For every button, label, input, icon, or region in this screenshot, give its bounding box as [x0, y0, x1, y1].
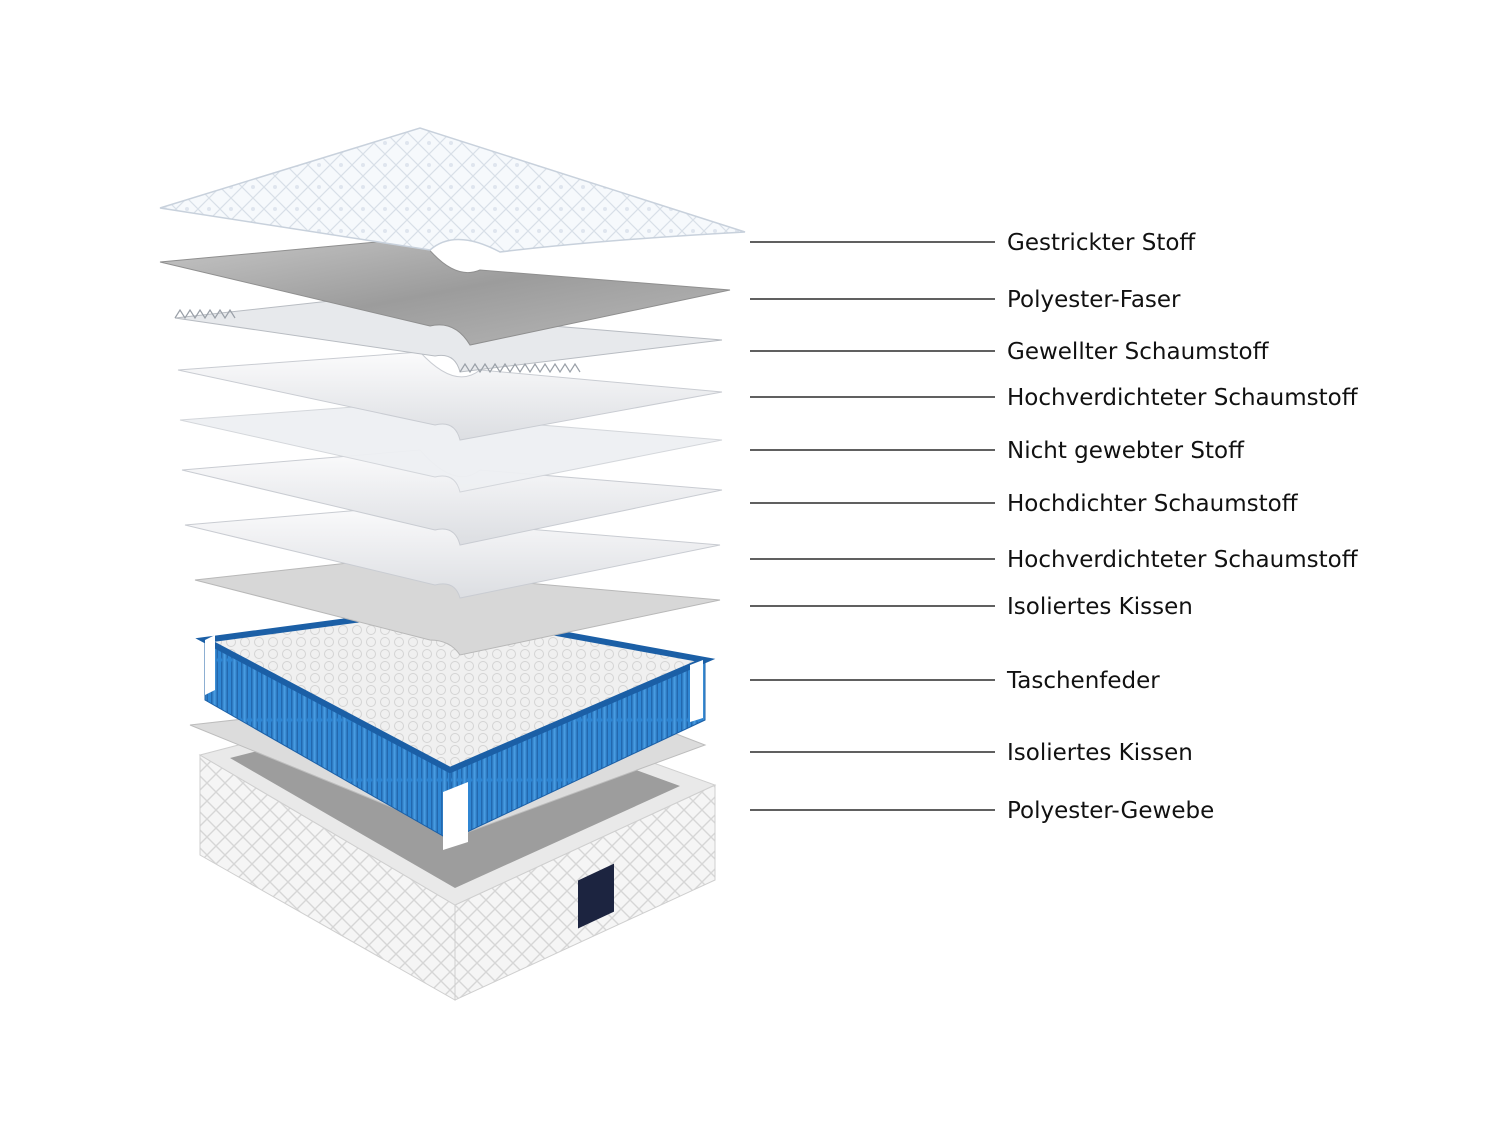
layer-label-polyester-fabric: Polyester-Gewebe	[1007, 798, 1214, 824]
layer-labels: Gestrickter Stoff Polyester-Faser Gewell…	[750, 230, 1359, 824]
layer-label-knitted-fabric: Gestrickter Stoff	[1007, 230, 1196, 256]
layer-label-pocket-spring: Taschenfeder	[1006, 668, 1160, 694]
layer-label-wave-foam: Gewellter Schaumstoff	[1007, 339, 1270, 365]
layer-label-high-density-foam: Hochdichter Schaumstoff	[1007, 491, 1299, 517]
high-density-foam-layer-1	[177, 351, 723, 441]
knitted-fabric-top-layer	[159, 127, 746, 253]
layer-label-insulated-pad-upper: Isoliertes Kissen	[1007, 594, 1193, 620]
layer-label-polyester-fiber: Polyester-Faser	[1007, 287, 1181, 313]
mattress-illustration	[159, 127, 746, 1001]
layer-label-high-density-foam-1: Hochverdichteter Schaumstoff	[1007, 385, 1359, 411]
layer-label-insulated-pad-lower: Isoliertes Kissen	[1007, 740, 1193, 766]
layer-label-high-density-foam-2: Hochverdichteter Schaumstoff	[1007, 547, 1359, 573]
brand-label-tag	[578, 863, 614, 929]
polyester-fiber-layer	[159, 237, 731, 346]
pocket-spring-layer	[195, 606, 716, 850]
layer-label-non-woven-fabric: Nicht gewebter Stoff	[1007, 438, 1245, 464]
